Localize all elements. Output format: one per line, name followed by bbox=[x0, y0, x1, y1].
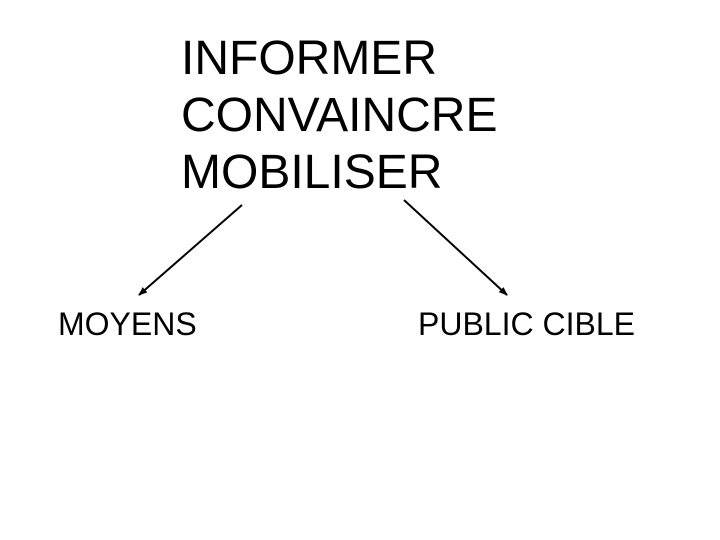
title-line-informer: INFORMER bbox=[181, 32, 437, 85]
title-line-mobiliser: MOBILISER bbox=[181, 146, 443, 199]
label-moyens: MOYENS bbox=[58, 306, 197, 342]
label-public-cible: PUBLIC CIBLE bbox=[418, 306, 635, 342]
arrow-title-to-public-cible bbox=[403, 199, 508, 296]
arrow-title-to-moyens bbox=[138, 204, 243, 296]
slide-title: INFORMER CONVAINCRE MOBILISER bbox=[181, 30, 497, 201]
title-line-convaincre: CONVAINCRE bbox=[181, 89, 498, 142]
